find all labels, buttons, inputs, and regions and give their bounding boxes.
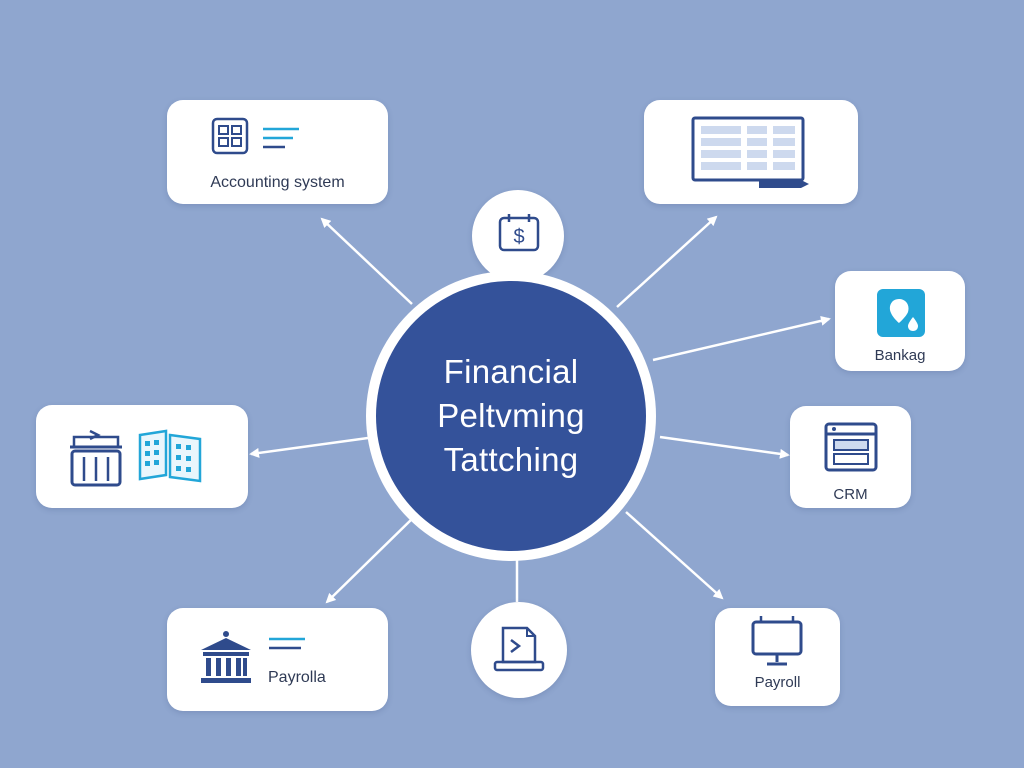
monitor-icon [751,616,803,666]
text-lines-icon-small [269,637,305,650]
basket-card[interactable] [36,405,248,508]
bank-app-icon [877,289,925,337]
payroll-right-label: Payroll [754,674,801,691]
basket-icon [70,429,122,487]
hub-title-line-1: Financial [443,353,579,390]
hub-title-line-2: Peltvming [437,397,585,434]
bank-building-icon [201,631,251,683]
arrow-to-payroll-left [325,515,416,604]
terminal-bubble[interactable] [471,602,567,698]
hub-circle: Financial Peltvming Tattching [376,281,646,551]
payroll-left-card[interactable]: Payrolla [167,608,388,711]
spreadsheet-card[interactable] [644,100,858,204]
arrow-to-basket [249,436,369,458]
arrow-to-payroll-right [625,511,724,600]
crm-label: CRM [833,486,868,503]
arrow-to-banking [652,315,831,362]
banking-label: Bankag [874,347,926,364]
hub-title-line-3: Tattching [443,441,579,478]
payroll-left-label: Payrolla [268,669,326,686]
accounting-system-label: Accounting system [210,174,345,191]
central-hub[interactable]: Financial Peltvming Tattching [366,271,656,561]
arrow-to-spreadsheet [616,215,718,308]
arrow-to-crm [659,435,790,459]
svg-text:$: $ [513,226,524,248]
data-grid-icon [138,429,202,483]
invoice-bubble[interactable]: $ [472,190,564,282]
crm-card[interactable]: CRM [790,406,911,508]
banking-card[interactable]: Bankag [835,271,965,371]
arrow-to-accounting [320,217,413,305]
browser-window-icon [824,422,878,472]
text-lines-icon [263,127,299,149]
payroll-right-card[interactable]: Payroll [715,608,840,706]
invoice-dollar-icon: $ [498,214,540,252]
terminal-icon [493,626,545,672]
calculator-icon [211,117,249,155]
spreadsheet-icon [691,116,809,188]
accounting-system-card[interactable]: Accounting system [167,100,388,204]
